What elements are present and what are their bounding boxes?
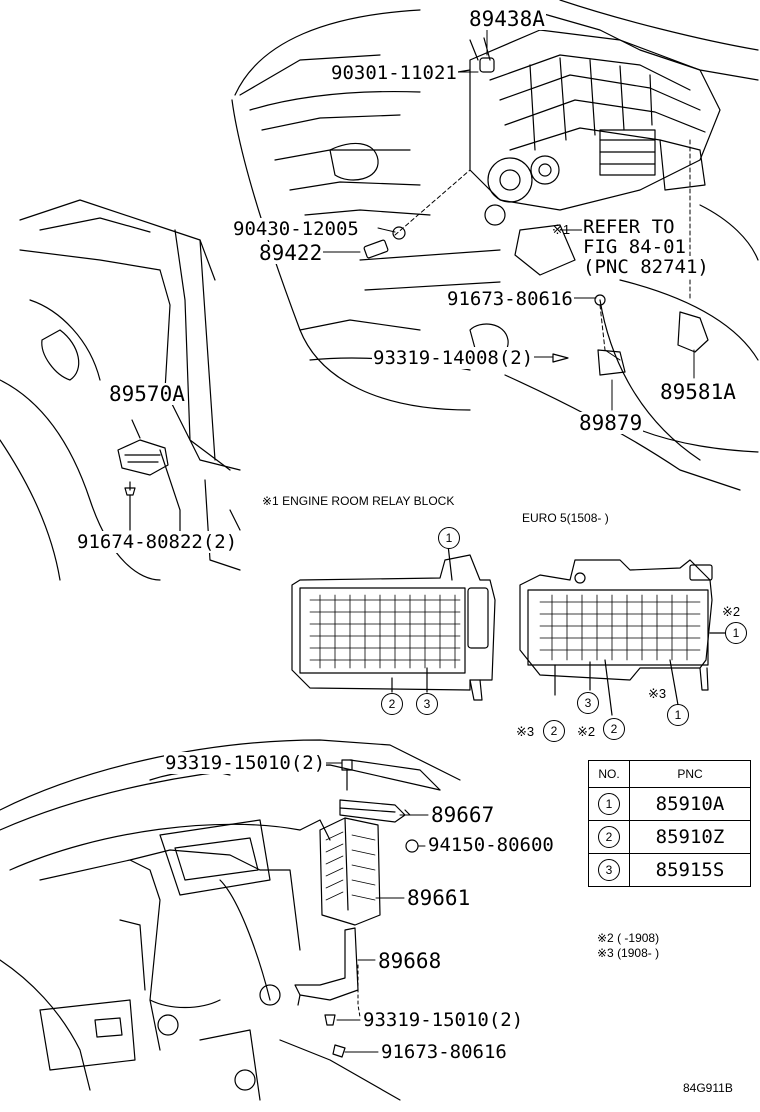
note-2-range: ※2 ( -1908) [597, 931, 660, 945]
part-label-89661: 89661 [406, 886, 472, 910]
callout-2-euro-right: 2 [603, 718, 625, 740]
callout-2-euro-left: 2 [543, 720, 565, 742]
refer-line-2: FIG 84-01 [582, 236, 687, 258]
table-row: 3 85915S [588, 853, 751, 887]
fasteners-bottom [324, 759, 419, 1058]
callout-1-euro-right: 1 [725, 622, 747, 644]
pnc-row-pnc: 85910A [629, 787, 751, 821]
table-row: 1 85910A [588, 787, 751, 821]
sensor-89570A [117, 419, 169, 531]
relay-block-euro5 [519, 559, 727, 716]
pnc-row-no: 3 [598, 859, 620, 881]
part-label-89668: 89668 [377, 949, 443, 973]
note2-mark-right: ※2 [722, 604, 741, 619]
pnc-table-header: NO. PNC [588, 760, 751, 788]
callout-3-main: 3 [416, 693, 438, 715]
small-parts-top [363, 57, 709, 376]
part-label-90430-12005: 90430-12005 [232, 218, 360, 240]
callout-2-main: 2 [381, 693, 403, 715]
part-label-91673-80616-bottom: 91673-80616 [380, 1041, 508, 1063]
part-label-94150-80600: 94150-80600 [427, 834, 555, 856]
pnc-row-pnc: 85910Z [629, 820, 751, 854]
note2-mark-mid: ※2 [577, 724, 596, 739]
pnc-header-pnc: PNC [629, 760, 751, 788]
euro5-label: EURO 5(1508- ) [522, 511, 609, 525]
part-label-91673-80616-top: 91673-80616 [446, 288, 574, 310]
part-label-93319-15010-bottom: 93319-15010(2) [362, 1009, 525, 1031]
callout-3-euro: 3 [577, 692, 599, 714]
part-label-89667: 89667 [430, 803, 496, 827]
callout-1-main: 1 [438, 527, 460, 549]
part-label-89879: 89879 [578, 411, 644, 435]
fender-outline [0, 199, 241, 581]
part-label-89422: 89422 [258, 241, 324, 265]
part-label-91674-80822: 91674-80822(2) [76, 531, 239, 553]
engine [439, 29, 721, 276]
part-label-89438A: 89438A [468, 7, 546, 31]
relay-block-title: ※1 ENGINE ROOM RELAY BLOCK [262, 494, 455, 508]
bracket-89667 [339, 799, 411, 823]
part-label-89570A: 89570A [108, 382, 186, 406]
pnc-table: NO. PNC 1 85910A 2 85910Z 3 85915S [588, 760, 751, 887]
part-label-93319-14008: 93319-14008(2) [372, 347, 535, 369]
refer-mark: ※1 [552, 222, 571, 237]
refer-line-1: REFER TO [582, 216, 676, 238]
pnc-row-no: 1 [598, 793, 620, 815]
part-label-89581A: 89581A [659, 380, 737, 404]
note-3-range: ※3 (1908- ) [597, 946, 660, 960]
refer-line-3: (PNC 82741) [582, 256, 710, 278]
pnc-row-pnc: 85915S [629, 853, 751, 887]
table-row: 2 85910Z [588, 820, 751, 854]
part-label-93319-15010-top: 93319-15010(2) [164, 752, 327, 774]
figure-id: 84G911B [683, 1081, 733, 1095]
pnc-header-no: NO. [588, 760, 630, 788]
ecu-89661 [319, 817, 381, 926]
dashboard-outline [0, 739, 461, 1101]
pnc-row-no: 2 [598, 826, 620, 848]
relay-block-main [291, 544, 496, 701]
part-label-90301-11021: 90301-11021 [330, 62, 458, 84]
note3-mark-left: ※3 [516, 724, 535, 739]
bracket-89668 [294, 927, 359, 1006]
callout-1-euro-bottom: 1 [667, 704, 689, 726]
note3-mark-right: ※3 [648, 686, 667, 701]
